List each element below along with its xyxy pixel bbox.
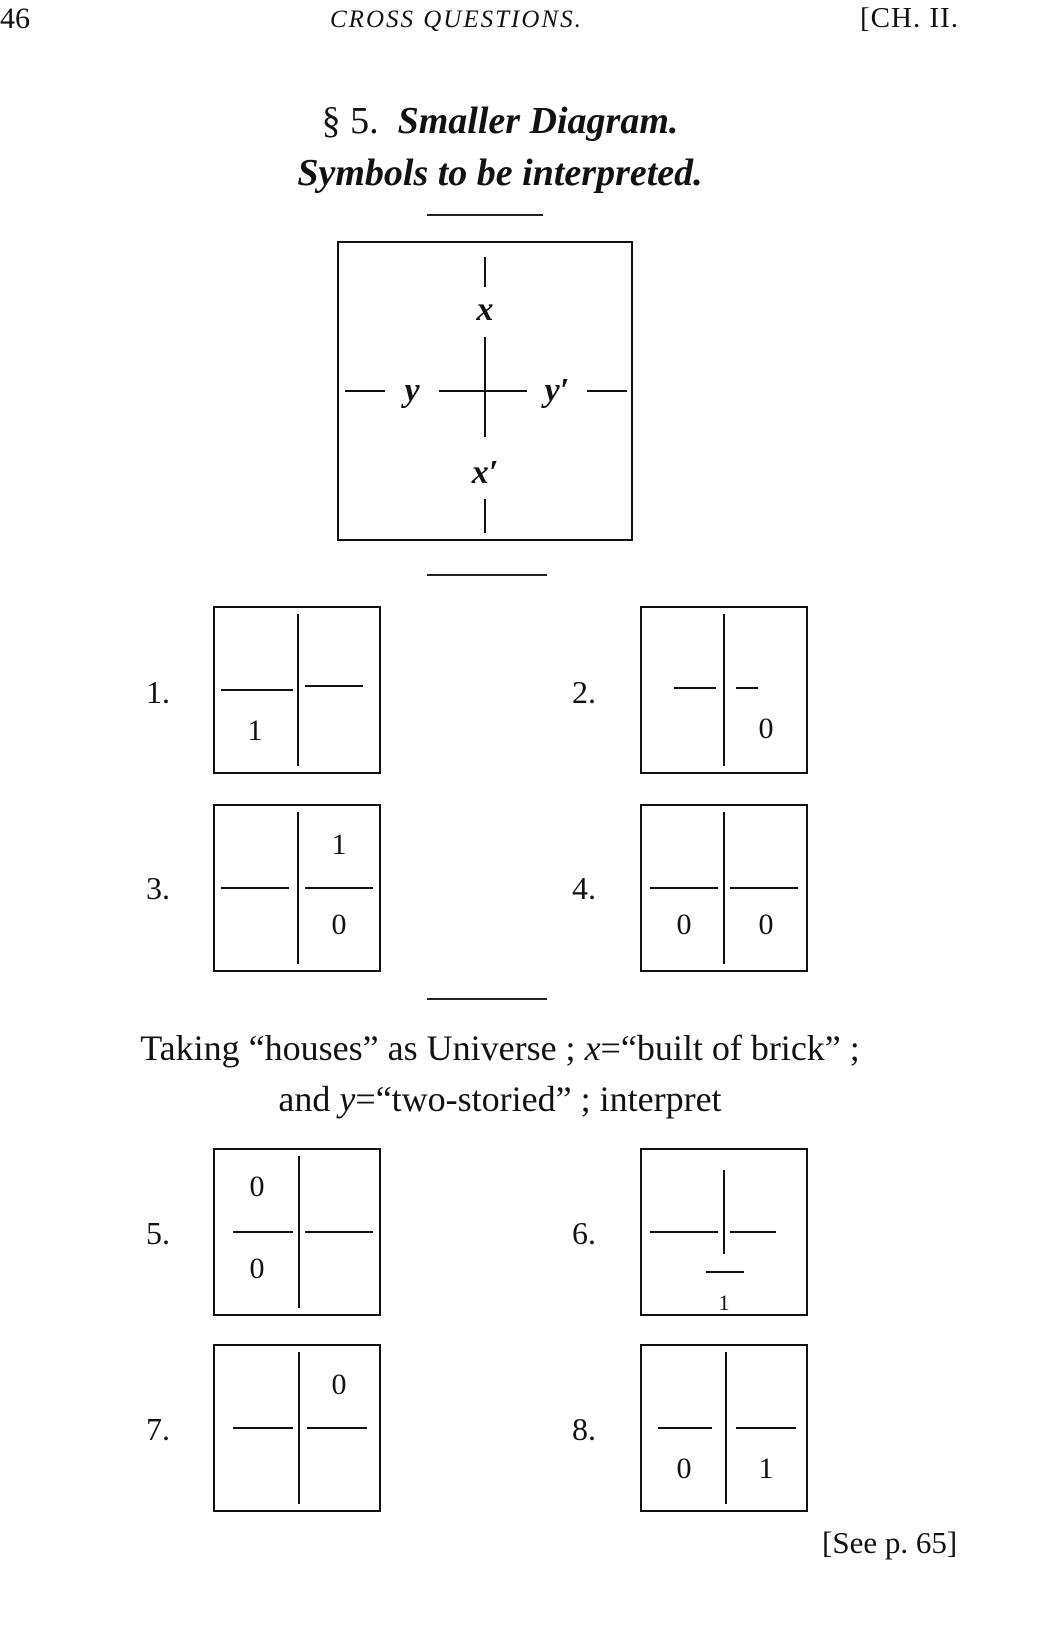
section-title-text: Smaller Diagram. <box>397 100 679 142</box>
exercise-8-label: 8. <box>572 1411 596 1447</box>
exercise-1-diagram: 1 <box>213 606 381 774</box>
exercise-4-diagram: 0 0 <box>640 804 808 972</box>
exercise-6-lines <box>640 1148 808 1316</box>
label-y-prime: y′ <box>544 372 570 409</box>
label-x: x <box>476 291 494 328</box>
exercises-rule <box>427 998 547 1000</box>
main-diagram-border <box>337 241 633 541</box>
exercise-4-label: 4. <box>572 870 596 906</box>
exercise-8-lines <box>640 1344 808 1512</box>
section-subtitle-text: Symbols to be interpreted. <box>297 152 703 194</box>
instruction-var-x: x <box>584 1028 601 1068</box>
see-page-reference: [See p. 65] <box>822 1525 958 1560</box>
exercise-1-label: 1. <box>146 674 170 710</box>
running-head: CROSS QUESTIONS. <box>330 6 583 33</box>
section-title-line-1: § 5. Smaller Diagram. <box>0 95 1000 147</box>
instruction-line-2-a: and <box>278 1079 340 1119</box>
exercise-3-value-top: 1 <box>331 828 347 861</box>
instruction-line-2-b: =“two-storied” ; interpret <box>355 1079 722 1119</box>
exercise-1-value: 1 <box>247 714 263 747</box>
page-number: 46 <box>0 2 30 35</box>
title-rule <box>427 214 543 216</box>
exercise-3-diagram: 1 0 <box>213 804 381 972</box>
instruction-line-1-a: Taking “houses” as Universe ; <box>140 1028 585 1068</box>
exercise-2-lines <box>640 606 808 774</box>
exercise-6-value: 1 <box>718 1290 730 1315</box>
section-number: § 5. <box>321 100 379 142</box>
exercise-2-value: 0 <box>758 712 774 745</box>
exercise-4-value-left: 0 <box>676 908 692 941</box>
exercise-2-diagram: 0 <box>640 606 808 774</box>
instruction-line-2: and y=“two-storied” ; interpret <box>0 1074 1000 1124</box>
exercise-3-lines <box>213 804 381 972</box>
label-x-prime: x′ <box>471 454 499 491</box>
exercise-5-value-bottom: 0 <box>249 1252 265 1285</box>
chapter-ref: [CH. II. <box>860 2 960 34</box>
exercise-3-label: 3. <box>146 870 170 906</box>
exercise-8-value-right: 1 <box>758 1452 774 1485</box>
section-title: § 5. Smaller Diagram. Symbols to be inte… <box>0 95 1000 199</box>
exercise-7-label: 7. <box>146 1411 170 1447</box>
exercise-1-lines <box>213 606 381 774</box>
main-diagram: x x′ y y′ <box>337 241 633 541</box>
exercise-8-value-left: 0 <box>676 1452 692 1485</box>
instruction-line-1: Taking “houses” as Universe ; x=“built o… <box>0 1023 1000 1073</box>
exercise-5-lines <box>213 1148 381 1316</box>
instruction-line-1-b: =“built of brick” ; <box>600 1028 860 1068</box>
exercise-5-diagram: 0 0 <box>213 1148 381 1316</box>
section-title-line-2: Symbols to be interpreted. <box>0 147 1000 199</box>
exercise-4-lines <box>640 804 808 972</box>
exercise-7-diagram: 0 <box>213 1344 381 1512</box>
diagram-rule <box>427 574 547 576</box>
instruction-var-y: y <box>339 1079 356 1119</box>
exercise-8-diagram: 0 1 <box>640 1344 808 1512</box>
exercise-5-label: 5. <box>146 1215 170 1251</box>
exercise-7-lines <box>213 1344 381 1512</box>
exercise-4-value-right: 0 <box>758 908 774 941</box>
exercise-3-value-bottom: 0 <box>331 908 347 941</box>
label-y: y <box>404 372 420 409</box>
exercise-2-label: 2. <box>572 674 596 710</box>
main-diagram-lines <box>337 241 633 541</box>
exercise-6-label: 6. <box>572 1215 596 1251</box>
exercise-6-diagram: 1 <box>640 1148 808 1316</box>
exercise-7-value: 0 <box>331 1368 347 1401</box>
exercise-5-value-top: 0 <box>249 1170 265 1203</box>
